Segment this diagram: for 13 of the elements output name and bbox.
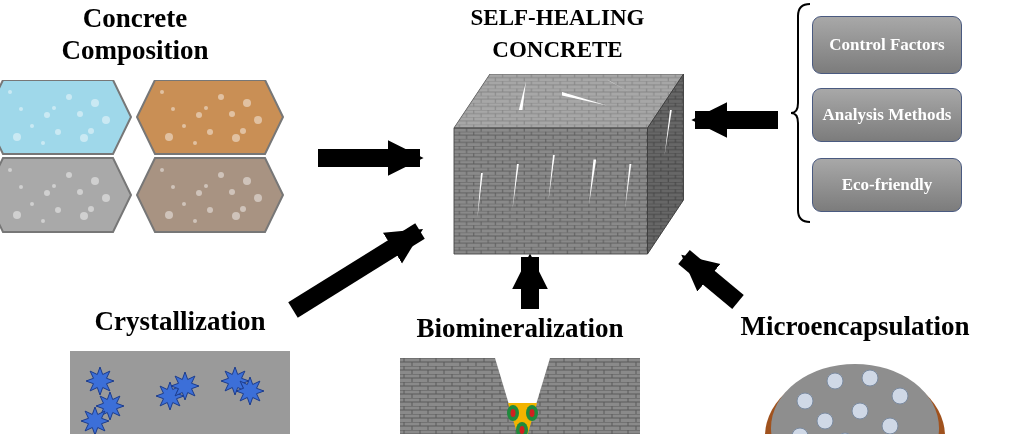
arrow — [678, 250, 744, 309]
heading: Biomineralization — [416, 313, 624, 343]
category-box: Eco-friendly — [812, 158, 962, 212]
heading: Concrete Composition — [61, 3, 209, 65]
category-box: Analysis Methods — [812, 88, 962, 142]
heading: Microencapsulation — [740, 311, 970, 341]
heading: SELF-HEALING CONCRETE — [470, 5, 645, 62]
arrow — [691, 102, 778, 138]
arrow — [512, 253, 548, 309]
arrow — [318, 140, 424, 176]
heading: Crystallization — [94, 306, 266, 336]
arrow — [288, 223, 425, 318]
category-box: Control Factors — [812, 16, 962, 74]
